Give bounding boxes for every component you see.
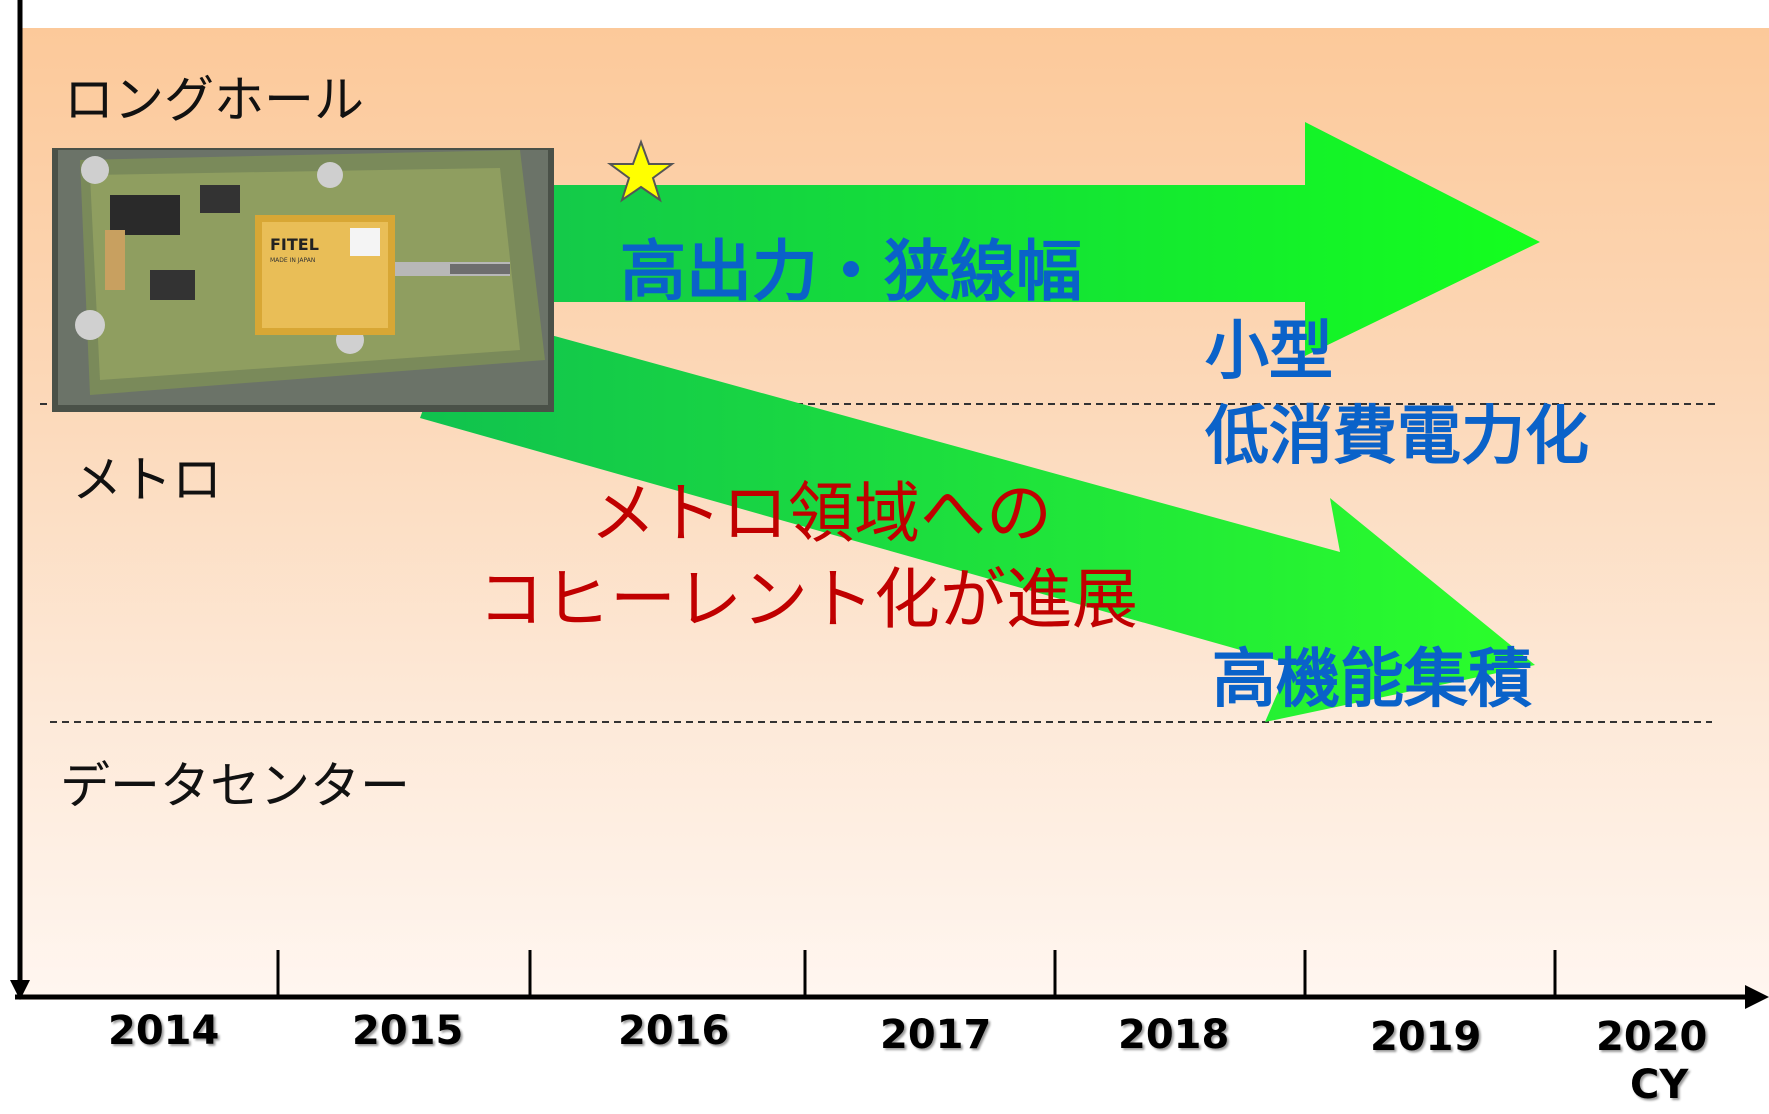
optical-module-photo: FITEL MADE IN JAPAN xyxy=(52,148,554,412)
lower-diagonal-arrow xyxy=(420,310,1535,722)
year-label-2020: 2020 xyxy=(1596,1014,1708,1060)
star-icon xyxy=(606,139,676,203)
module-fine-print: MADE IN JAPAN xyxy=(270,257,315,264)
category-data-center: データセンター xyxy=(60,757,410,815)
annotation-line1: メトロ領域への xyxy=(590,475,1052,552)
upper-horizontal-arrow xyxy=(540,122,1540,356)
category-metro: メトロ xyxy=(72,451,222,509)
year-label-2014: 2014 xyxy=(108,1008,220,1054)
module-brand-text: FITEL xyxy=(270,235,319,254)
y-axis-arrowhead xyxy=(10,980,30,1000)
x-axis-arrowhead xyxy=(1745,985,1769,1009)
year-label-2016: 2016 xyxy=(618,1008,730,1054)
year-separators xyxy=(276,950,1557,997)
mid-label-line2: 低消費電力化 xyxy=(1205,400,1589,474)
mid-label-line1: 小型 xyxy=(1205,315,1333,389)
lower-arrow-label: 高機能集積 xyxy=(1212,643,1532,717)
year-label-2019: 2019 xyxy=(1370,1014,1482,1060)
year-label-2015: 2015 xyxy=(352,1008,464,1054)
x-axis-unit: CY xyxy=(1630,1062,1689,1108)
annotation-line2: コヒーレント化が進展 xyxy=(478,561,1138,638)
upper-arrow-label: 高出力・狭線幅 xyxy=(620,233,1082,310)
year-label-2017: 2017 xyxy=(880,1012,992,1058)
year-label-2018: 2018 xyxy=(1118,1012,1230,1058)
category-long-haul: ロングホール xyxy=(64,71,364,129)
